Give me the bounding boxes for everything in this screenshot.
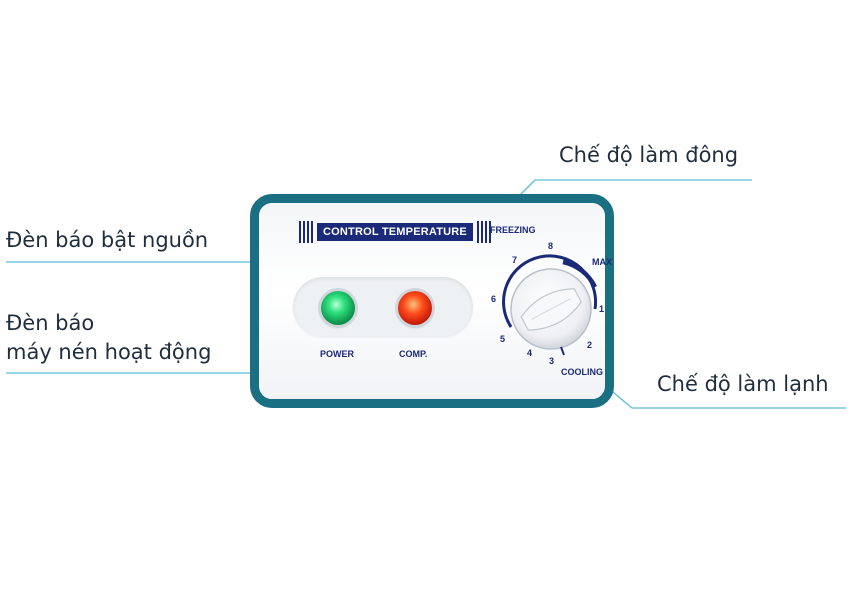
power-light-callout: Đèn báo bật nguồn xyxy=(6,228,209,252)
freezing-callout-line xyxy=(519,179,752,196)
temperature-knob[interactable] xyxy=(491,247,611,372)
scale-number-7: 7 xyxy=(512,255,518,265)
scale-number-3: 3 xyxy=(549,356,555,366)
scale-number-2: 2 xyxy=(587,340,593,350)
panel-title-strip: CONTROL TEMPERATURE xyxy=(299,221,491,243)
cooling-label: COOLING xyxy=(561,367,603,377)
scale-number-5: 5 xyxy=(500,334,506,344)
title-stripes-right xyxy=(476,221,491,243)
freezing-label: FREEZING xyxy=(490,225,536,235)
compressor-light-callout-line1: Đèn báo xyxy=(6,311,95,335)
indicator-well xyxy=(293,277,473,337)
compressor-light-callout-line2: máy nén hoạt động xyxy=(6,340,212,364)
panel-title: CONTROL TEMPERATURE xyxy=(317,223,473,241)
power-indicator-icon xyxy=(321,291,355,325)
temperature-dial-knob-icon xyxy=(502,254,598,356)
comp-label: COMP. xyxy=(399,349,428,359)
scale-number-8: 8 xyxy=(548,241,554,251)
scale-number-4: 4 xyxy=(527,348,533,358)
control-panel: CONTROL TEMPERATURE POWER COMP. FREEZING… xyxy=(250,194,614,408)
cooling-mode-callout: Chế độ làm lạnh xyxy=(657,372,829,396)
power-label: POWER xyxy=(320,349,355,359)
title-stripes-left xyxy=(299,221,313,243)
scale-number-1: 1 xyxy=(599,304,605,314)
max-label: MAX xyxy=(592,257,612,267)
cooling-callout-line xyxy=(607,387,846,409)
freezing-mode-callout: Chế độ làm đông xyxy=(559,143,739,167)
scale-number-6: 6 xyxy=(491,294,497,304)
comp-indicator-icon xyxy=(398,291,432,325)
